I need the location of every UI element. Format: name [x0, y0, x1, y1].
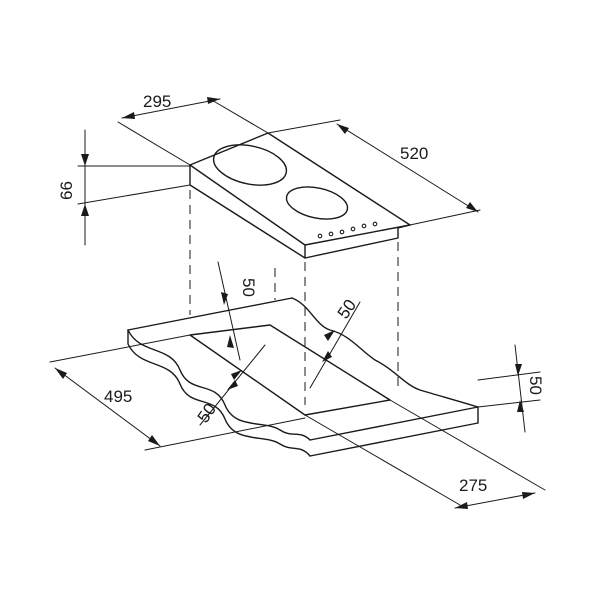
dim-clearance-right: 50 [334, 296, 360, 322]
dim-clearance-side: 50 [526, 376, 545, 395]
hob-body [189, 132, 411, 259]
dim-clearance-back: 50 [239, 278, 258, 297]
cooking-zone-large [212, 144, 288, 186]
worktop [127, 297, 479, 457]
dim-cutout-width: 275 [459, 476, 487, 495]
dim-clearance-front: 50 [194, 400, 220, 426]
dim-hob-height: 66 [57, 181, 76, 200]
dim-hob-depth: 520 [400, 144, 428, 163]
dimension-lines [49, 97, 546, 509]
cooking-zone-small [285, 186, 349, 220]
dim-cutout-depth: 495 [104, 387, 132, 406]
dim-hob-width: 295 [143, 92, 171, 111]
control-knobs [317, 221, 378, 239]
projection-lines [189, 190, 399, 405]
